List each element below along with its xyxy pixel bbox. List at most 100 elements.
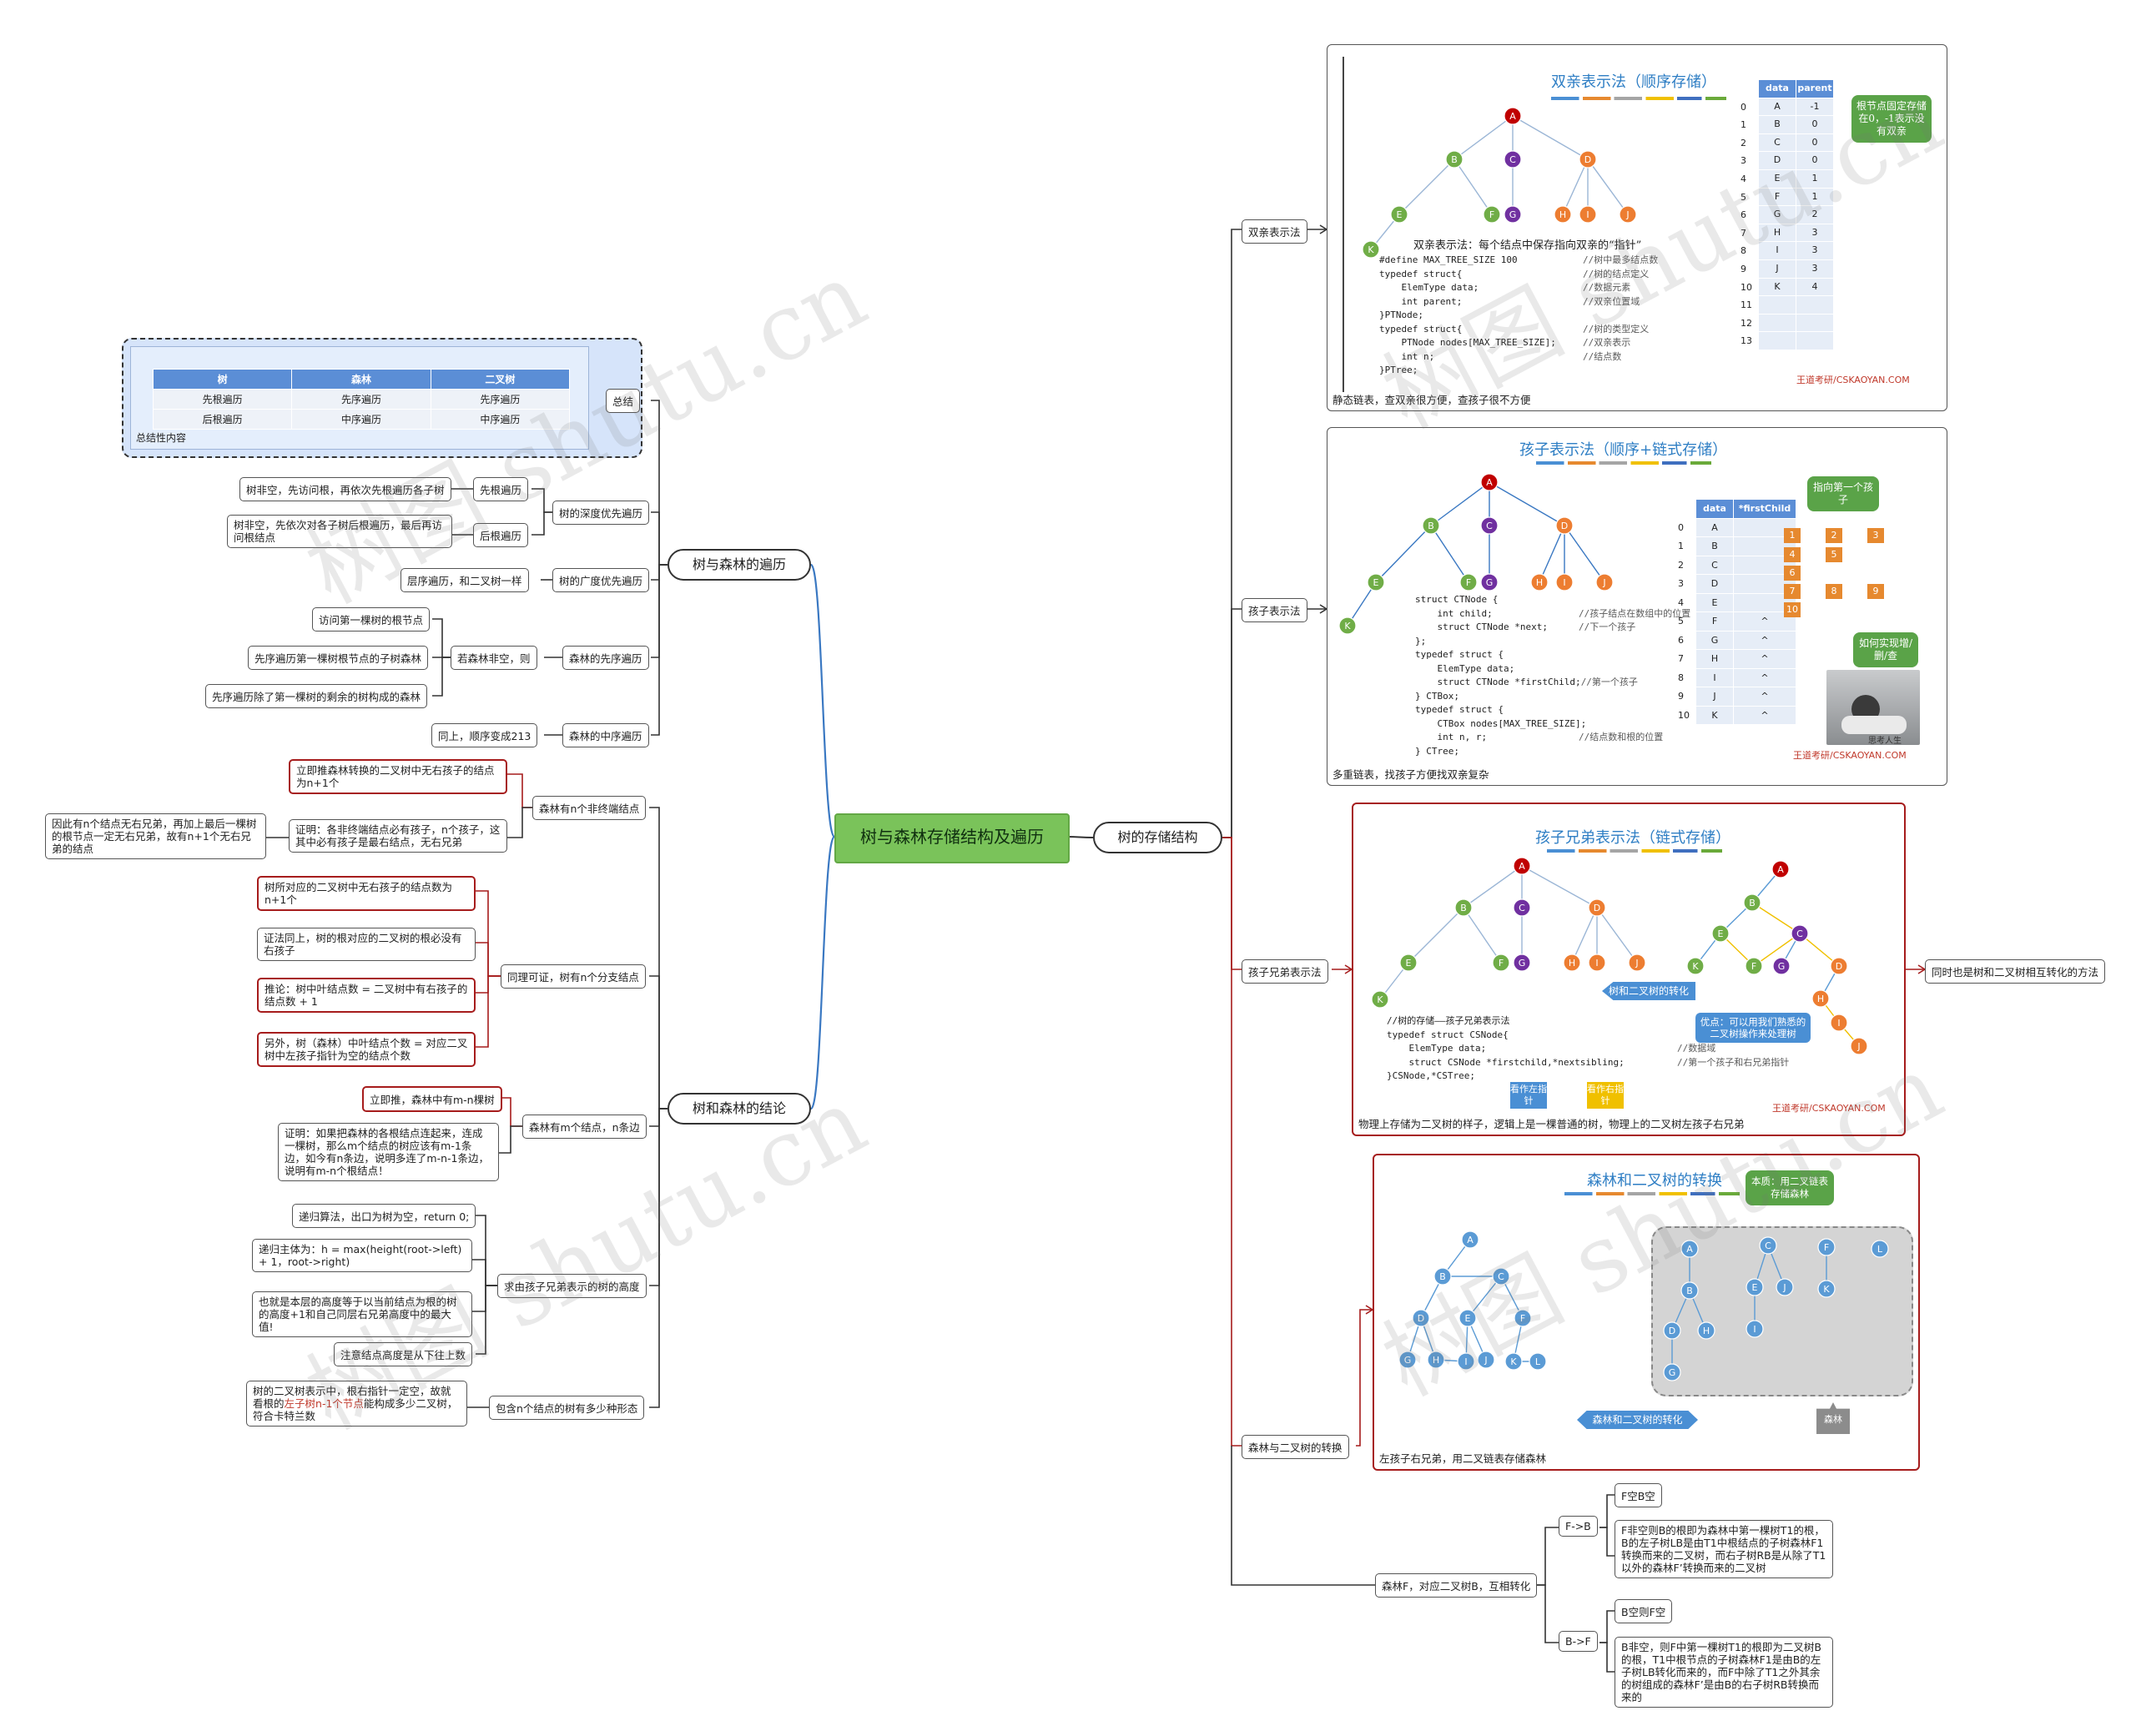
chain-node: 7 — [1784, 584, 1801, 599]
c4-item-4[interactable]: 注意结点高度是从下往上数 — [334, 1342, 473, 1366]
row-index: 1 — [1678, 541, 1684, 551]
table-cell: G — [1696, 631, 1733, 650]
c4-item-3[interactable]: 也就是本层的高度等于以当前结点为根的树的高度+1和自己同层右兄弟高度中的最大值! — [252, 1291, 472, 1337]
table-cell — [1796, 296, 1833, 314]
b2f-empty[interactable]: B空则F空 — [1615, 1599, 1673, 1623]
table-cell — [1759, 296, 1796, 314]
label-bfs[interactable]: 树的广度优先遍历 — [552, 568, 650, 592]
row-index: 9 — [1678, 691, 1684, 702]
c3-proof[interactable]: 证明：如果把森林的各根结点连起来，连成一棵树，那么m个结点的树应该有m-1条边，… — [278, 1123, 499, 1181]
c1-extra[interactable]: 因此有n个结点无右兄弟，再加上最后一棵树的根节点一定无右兄弟，故有n+1个无右兄… — [45, 813, 266, 859]
label-f2b[interactable]: F->B — [1559, 1516, 1598, 1537]
sibling-note[interactable]: 同时也是树和二叉树相互转化的方法 — [1925, 959, 2106, 984]
label-c3[interactable]: 森林有m个结点，n条边 — [522, 1115, 647, 1139]
topic-conclusions[interactable]: 树和森林的结论 — [668, 1093, 811, 1125]
tree-node-G: G — [1504, 205, 1522, 224]
label-preorder[interactable]: 先根遍历 — [473, 477, 529, 501]
table-cell: D — [1759, 152, 1796, 170]
label-c4[interactable]: 求由孩子兄弟表示的树的高度 — [497, 1274, 647, 1298]
c4-item-1[interactable]: 递归算法，出口为树为空，return 0; — [292, 1204, 476, 1228]
code-line: }; — [1415, 635, 1427, 647]
summary-caption: 总结性内容 — [136, 432, 187, 444]
tag-right-pointer: 看作右指针 — [1587, 1082, 1624, 1109]
table-cell: 4 — [1796, 278, 1833, 297]
c2-item-1[interactable]: 树所对应的二叉树中无右孩子的结点数为n+1个 — [257, 876, 476, 911]
preorder-desc[interactable]: 树非空，先访问根，再依次先根遍历各子树 — [239, 477, 451, 501]
code-line: CTBox nodes[MAX_TREE_SIZE]; — [1415, 717, 1587, 729]
row-index: 6 — [1678, 634, 1684, 646]
label-c1[interactable]: 森林有n个非终端结点 — [532, 796, 647, 820]
bfs-desc[interactable]: 层序遍历，和二叉树一样 — [400, 568, 529, 592]
c3-result[interactable]: 立即推，森林中有m-n棵树 — [362, 1086, 502, 1112]
table-header: *firstChild — [1734, 500, 1796, 518]
code-line: ElemType data;//数据域 — [1387, 1043, 1716, 1054]
code-line: //树的存储——孩子兄弟表示法 — [1387, 1015, 1510, 1026]
tree-node-J: J — [1619, 205, 1637, 224]
label-forest-binary[interactable]: 森林F，对应二叉树B，互相转化 — [1375, 1573, 1538, 1598]
svg-text:I: I — [1563, 577, 1565, 588]
tree-node-B: B — [1433, 1267, 1452, 1286]
svg-text:K: K — [1344, 621, 1351, 632]
svg-text:F: F — [1466, 577, 1471, 588]
b2f-rule[interactable]: B非空，则F中第一棵树T1的根即为二叉树B的根，T1中根节点的子树森林F1是由B… — [1615, 1637, 1833, 1708]
forest-pre-step-2[interactable]: 先序遍历第一棵树根节点的子树森林 — [248, 646, 429, 670]
topic-traversal[interactable]: 树与森林的遍历 — [668, 549, 811, 581]
table-cell: 3 — [1796, 260, 1833, 279]
table-cell — [1759, 332, 1796, 350]
tree-node-D: D — [1663, 1321, 1681, 1340]
code-line: ElemType data;//数据元素 — [1379, 282, 1631, 293]
summary-header: 树 — [152, 369, 293, 390]
c5-desc[interactable]: 树的二叉树表示中，根右指针一定空，故就看根的左子树n-1个节点能构成多少二叉树，… — [246, 1381, 467, 1427]
c2-item-2[interactable]: 证法同上，树的根对应的二叉树的根必没有右孩子 — [257, 928, 476, 961]
c2-item-3[interactable]: 推论：树中叶结点数 = 二叉树中有右孩子的结点数 + 1 — [257, 978, 476, 1013]
card-caption: 物理上存储为二叉树的样子，逻辑上是一棵普通的树，物理上的二叉树左孩子右兄弟 — [1358, 1118, 1745, 1130]
f2b-rule[interactable]: F非空则B的根即为森林中第一棵树T1的根，B的左子树LB是由T1中根结点的子树森… — [1615, 1520, 1833, 1578]
label-forest-in[interactable]: 森林的中序遍历 — [562, 723, 649, 747]
forest-arrow: 森林和二叉树的转化 — [1577, 1411, 1698, 1429]
card-caption: 多重链表，找孩子方便找双亲复杂 — [1332, 768, 1489, 781]
c1-result[interactable]: 立即推森林转换的二叉树中无右孩子的结点为n+1个 — [289, 759, 507, 794]
label-c5[interactable]: 包含n个结点的树有多少种形态 — [489, 1396, 645, 1420]
tree-node-G: G — [1663, 1363, 1681, 1381]
postorder-desc[interactable]: 树非空，先依次对各子树后根遍历，最后再访问根结点 — [227, 515, 452, 548]
row-index: 1 — [1741, 119, 1746, 131]
label-forest-pre[interactable]: 森林的先序遍历 — [562, 646, 649, 670]
label-summary[interactable]: 总结 — [606, 389, 641, 413]
tree-node-K: K — [1686, 957, 1705, 975]
code-line: struct CTNode *next;//下一个孩子 — [1415, 621, 1636, 632]
table-cell: 3 — [1796, 224, 1833, 243]
svg-text:J: J — [1856, 1041, 1860, 1052]
label-sibling-repr[interactable]: 孩子兄弟表示法 — [1242, 959, 1328, 984]
tree-node-F: F — [1483, 205, 1501, 224]
row-index: 8 — [1741, 245, 1746, 257]
forest-pre-cond[interactable]: 若森林非空，则 — [451, 646, 537, 670]
forest-pre-step-3[interactable]: 先序遍历除了第一棵树的剩余的树构成的森林 — [205, 684, 428, 708]
svg-text:C: C — [1486, 521, 1493, 531]
label-forest-convert[interactable]: 森林与二叉树的转换 — [1242, 1435, 1349, 1459]
tree-node-G: G — [1398, 1351, 1417, 1369]
tree-node-F: F — [1459, 573, 1478, 591]
label-b2f[interactable]: B->F — [1559, 1631, 1598, 1652]
topic-storage[interactable]: 树的存储结构 — [1093, 822, 1222, 853]
c1-proof[interactable]: 证明：各非终端结点必有孩子，n个孩子，这其中必有孩子是最右结点，无右兄弟 — [289, 819, 507, 853]
tree-node-H: H — [1811, 989, 1830, 1008]
table-cell: C — [1759, 133, 1796, 153]
tree-node-C: C — [1791, 924, 1809, 943]
f2b-empty[interactable]: F空B空 — [1615, 1483, 1662, 1507]
forest-pre-step-1[interactable]: 访问第一棵树的根节点 — [312, 607, 431, 632]
forest-in-desc[interactable]: 同上，顺序变成213 — [431, 723, 538, 747]
table-cell: F — [1759, 188, 1796, 207]
label-child-repr[interactable]: 孩子表示法 — [1242, 598, 1307, 622]
thinking-photo: 思考人生 — [1826, 670, 1920, 746]
summary-cell: 中序遍历 — [291, 409, 431, 430]
label-postorder[interactable]: 后根遍历 — [473, 523, 529, 547]
c2-item-4[interactable]: 另外，树（森林）中叶结点个数 = 对应二叉树中左孩子指针为空的结点个数 — [257, 1032, 476, 1067]
label-dfs[interactable]: 树的深度优先遍历 — [552, 501, 650, 525]
root-topic[interactable]: 树与森林存储结构及遍历 — [834, 813, 1070, 863]
c4-item-2[interactable]: 递归主体为：h = max(height(root->left) + 1，roo… — [252, 1239, 472, 1272]
label-parent-repr[interactable]: 双亲表示法 — [1242, 219, 1307, 244]
table-cell: E — [1696, 593, 1733, 612]
summary-cell: 先根遍历 — [152, 389, 293, 410]
label-c2[interactable]: 同理可证，树有n个分支结点 — [501, 964, 646, 989]
table-cell: I — [1759, 242, 1796, 260]
